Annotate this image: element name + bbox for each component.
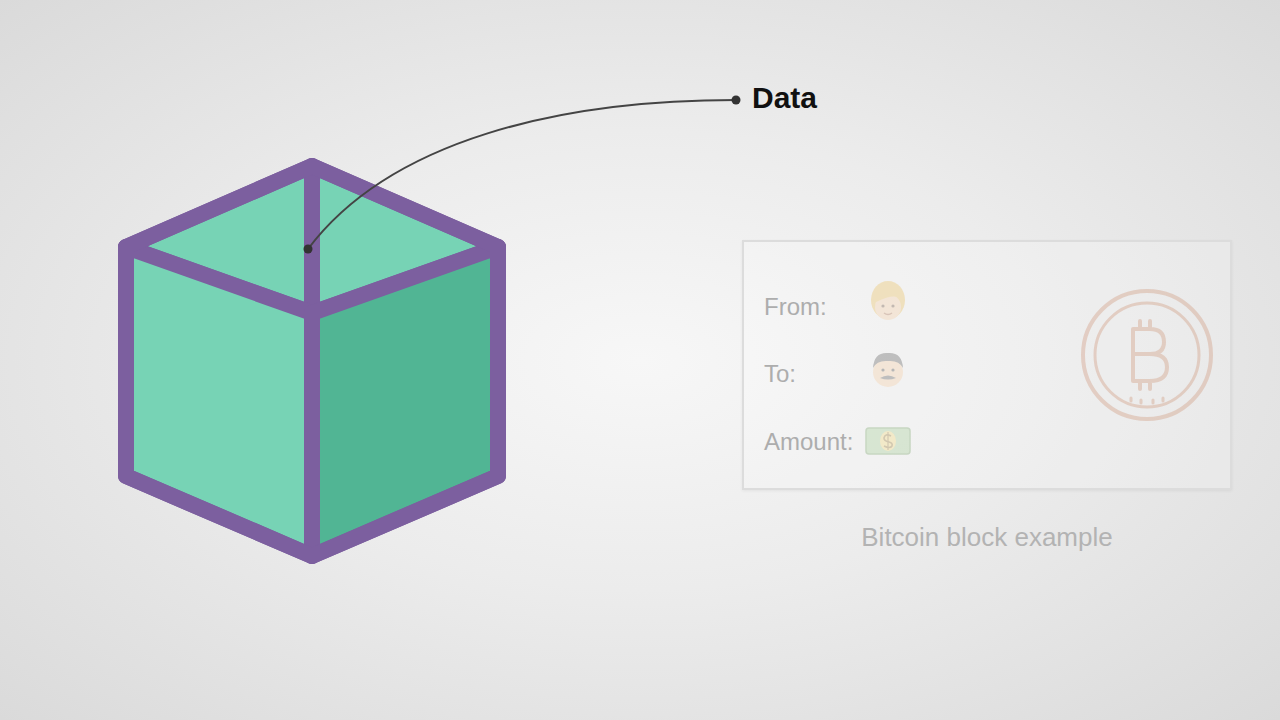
- leader-dot: [732, 96, 741, 105]
- leader-line: [308, 100, 736, 249]
- field-label: To:: [764, 359, 796, 389]
- block-card: From: To: Amount:: [742, 240, 1232, 490]
- field-label: From:: [764, 292, 827, 322]
- cube-outline: [126, 166, 498, 556]
- leader-dot: [304, 245, 313, 254]
- caption-label: Bitcoin block example: [861, 522, 1112, 553]
- cube-illustration: [126, 166, 498, 556]
- field-label: Amount:: [764, 427, 853, 457]
- callout-label: Data: [752, 80, 817, 116]
